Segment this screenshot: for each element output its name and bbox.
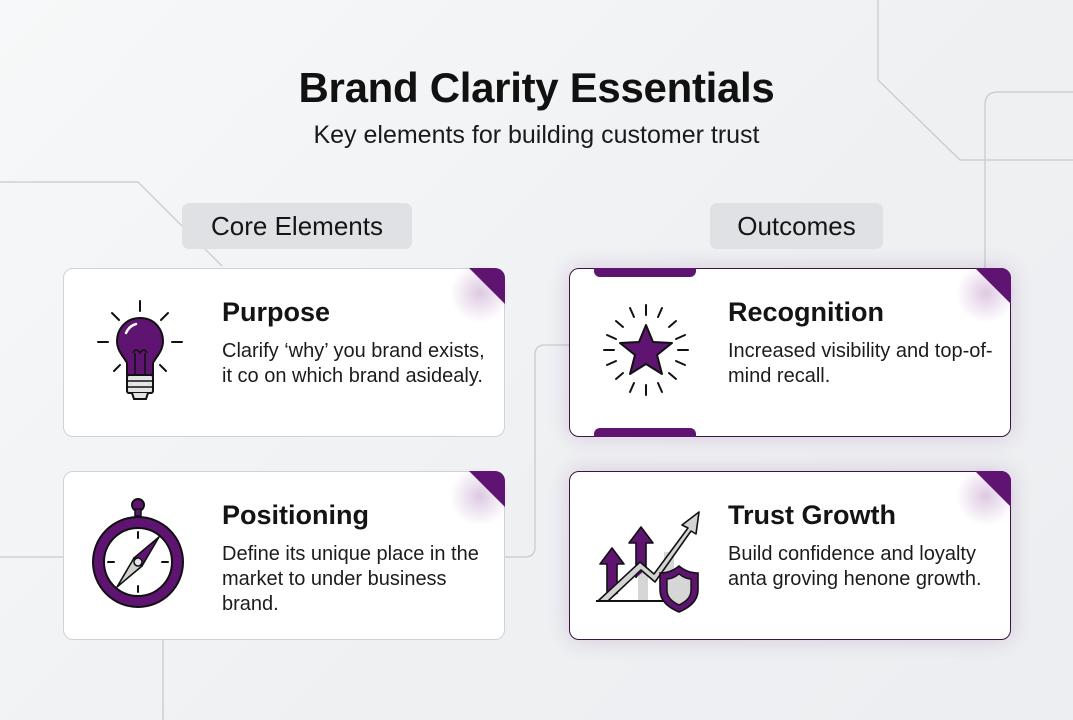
corner-accent: [975, 268, 1011, 304]
bottom-tab-accent: [594, 428, 696, 437]
page-subtitle: Key elements for building customer trust: [313, 121, 760, 149]
card-recognition: Recognition Increased visibility and top…: [569, 263, 1016, 437]
corner-accent: [469, 268, 505, 304]
card-description: Clarify ‘why’ you brand exists, it co on…: [222, 340, 485, 387]
card-title: Trust Growth: [728, 500, 896, 530]
card-title: Purpose: [222, 297, 331, 327]
card-description: Define its unique place in the market to…: [222, 543, 479, 615]
growth-chart-shield-icon: [596, 511, 700, 613]
top-tab-accent: [594, 268, 696, 277]
lightbulb-icon: [97, 300, 183, 400]
page-title: Brand Clarity Essentials: [298, 64, 775, 111]
card-description: Increased visibility and top-of-mind rec…: [728, 340, 993, 387]
card-title: Recognition: [728, 297, 884, 327]
card-positioning: Positioning Define its unique place in t…: [63, 466, 510, 640]
star-burst-icon: [603, 304, 689, 396]
card-description: Build confidence and loyalty anta grovin…: [728, 543, 982, 590]
card-title: Positioning: [222, 500, 369, 530]
section-label-core-elements: Core Elements: [182, 203, 412, 249]
compass-icon: [92, 498, 184, 608]
corner-accent: [975, 471, 1011, 507]
card-trust-growth: Trust Growth Build confidence and loyalt…: [569, 466, 1016, 640]
corner-accent: [469, 471, 505, 507]
section-label-outcomes: Outcomes: [710, 203, 883, 249]
card-purpose: Purpose Clarify ‘why’ you brand exists, …: [63, 263, 510, 437]
